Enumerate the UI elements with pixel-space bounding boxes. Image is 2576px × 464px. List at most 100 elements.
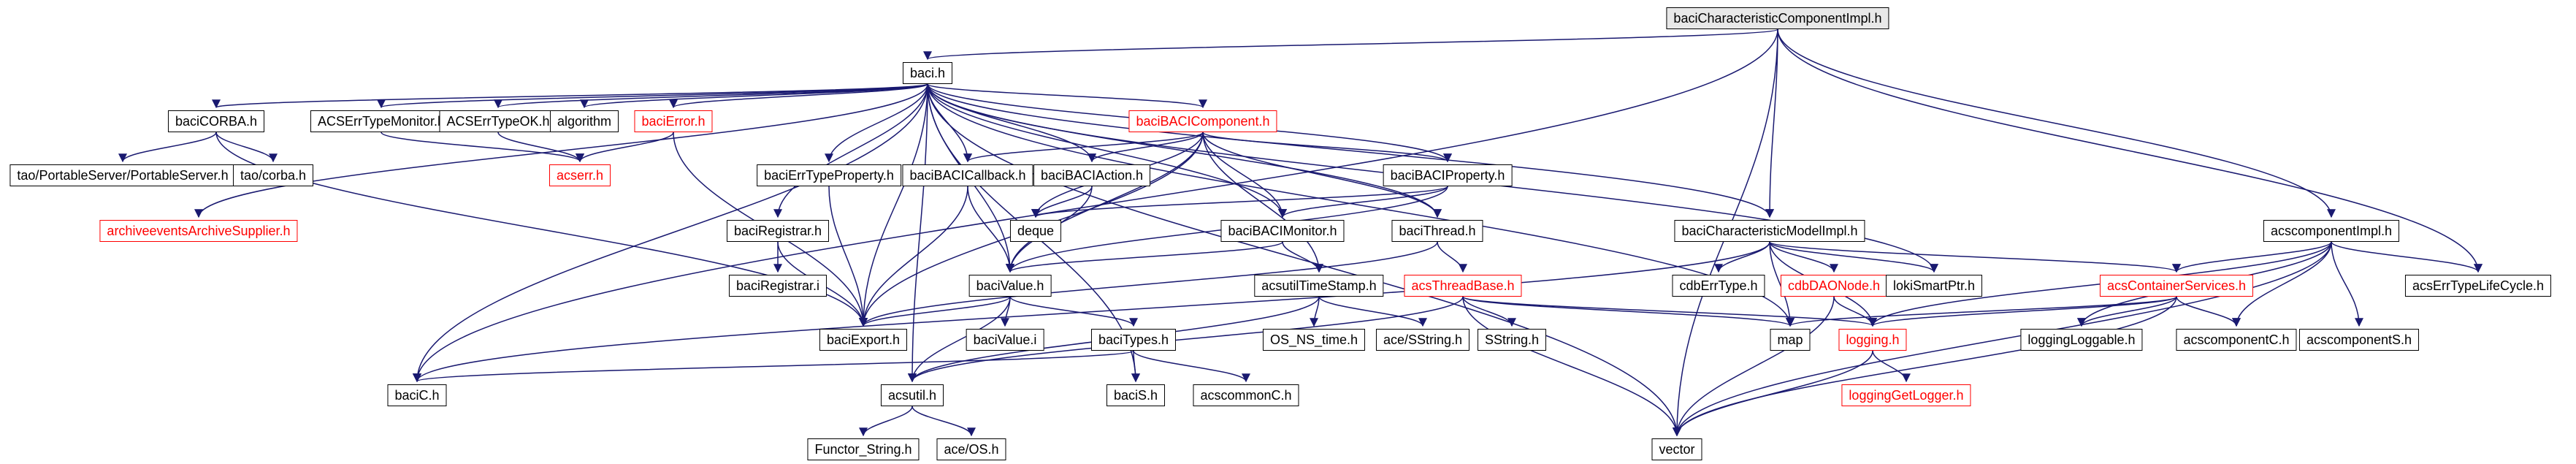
include-edge-baciErrTypeProperty_h-to-baciExport_h	[828, 186, 868, 327]
graph-node-acsutilTimeStamp-h[interactable]: acsutilTimeStamp.h	[1254, 275, 1384, 297]
graph-node-acsErrTypeLifeCycle-h[interactable]: acsErrTypeLifeCycle.h	[2404, 275, 2552, 297]
include-edge-baciTypes_h-to-baciS_h	[1131, 350, 1140, 383]
graph-node-baciBACIProperty-h[interactable]: baciBACIProperty.h	[1383, 164, 1513, 186]
include-edge-baciBACIMonitor_h-to-acsutilTimeStamp_h	[1282, 241, 1323, 273]
include-edge-baciBACICallback_h-to-baciValue_h	[967, 186, 1014, 273]
include-edge-acscomponentImpl_h-to-vector	[1673, 241, 2332, 437]
include-edge-baciBACIComponent_h-to-baciBACICallback_h	[963, 132, 1204, 163]
graph-node-ace-SString-h[interactable]: ace/SString.h	[1375, 329, 1470, 351]
graph-node-cdbDAONode-h[interactable]: cdbDAONode.h	[1780, 275, 1888, 297]
graph-node-baciBACIAction-h[interactable]: baciBACIAction.h	[1033, 164, 1151, 186]
include-edge-baciError_h-to-acserr_h	[576, 132, 674, 163]
graph-node-baciRegistrar-i[interactable]: baciRegistrar.i	[728, 275, 828, 297]
graph-node-Functor-String-h[interactable]: Functor_String.h	[807, 438, 920, 460]
include-edge-baciValue_h-to-baciTypes_h	[1009, 296, 1138, 327]
include-edge-baciBACIComponent_h-to-baciThread_h	[1202, 132, 1442, 218]
graph-node-root: baciCharacteristicComponentImpl.h	[1666, 7, 1889, 29]
include-edge-acsutilTimeStamp_h-to-ace_SString_h	[1318, 296, 1427, 327]
include-edge-acsContainerServices_h-to-logging_h	[1868, 296, 2177, 327]
graph-node-baciErrTypeProperty-h[interactable]: baciErrTypeProperty.h	[757, 164, 901, 186]
graph-node-deque[interactable]: deque	[1009, 220, 1062, 242]
include-edge-root-to-baciC_h	[413, 28, 1778, 383]
include-edge-baciBACICallback_h-to-baciExport_h	[859, 186, 968, 327]
include-edge-baci_h-to-baciBACIMonitor_h	[927, 83, 1287, 218]
graph-node-tao-corba-h[interactable]: tao/corba.h	[232, 164, 314, 186]
include-edge-baciCharacteristicModelImpl_h-to-cdbErrType_h	[1714, 241, 1770, 273]
graph-node-acsutil-h[interactable]: acsutil.h	[880, 384, 944, 406]
include-edge-baci_h-to-baciCORBA_h	[212, 83, 928, 109]
include-edge-acscomponentImpl_h-to-acscomponentS_h	[2331, 241, 2363, 327]
graph-node-baciBACICallback-h[interactable]: baciBACICallback.h	[902, 164, 1033, 186]
include-edge-ACSErrTypeOK_h-to-acserr_h	[497, 132, 584, 163]
graph-node-tao-PortableServer[interactable]: tao/PortableServer/PortableServer.h	[9, 164, 236, 186]
include-edge-baciCharacteristicModelImpl_h-to-acsContainerServices_h	[1769, 241, 2181, 273]
graph-node-loggingGetLogger-h[interactable]: loggingGetLogger.h	[1841, 384, 1971, 406]
include-edge-baci_h-to-ACSErrTypeMonitor_h	[377, 83, 928, 109]
include-edge-baciBACIComponent_h-to-baciBACIAction_h	[1088, 132, 1204, 163]
include-edge-baci_h-to-archive_supplier	[194, 83, 928, 218]
include-edge-acsThreadBase_h-to-acsutil_h	[908, 296, 1464, 383]
include-edge-acscomponentImpl_h-to-acscomponentC_h	[2232, 241, 2332, 327]
include-edge-baci_h-to-algorithm	[580, 83, 928, 109]
include-edge-baciCharacteristicModelImpl_h-to-baciC_h	[413, 241, 1770, 383]
graph-node-acscomponentImpl-h[interactable]: acscomponentImpl.h	[2263, 220, 2400, 242]
graph-node-acsThreadBase-h[interactable]: acsThreadBase.h	[1404, 275, 1522, 297]
graph-node-map[interactable]: map	[1770, 329, 1811, 351]
graph-node-baciBACIMonitor-h[interactable]: baciBACIMonitor.h	[1220, 220, 1345, 242]
graph-node-baciValue-i[interactable]: baciValue.i	[966, 329, 1044, 351]
include-edge-baciThread_h-to-baciExport_h	[859, 241, 1438, 327]
graph-node-baciCharacteristicModelImpl-h[interactable]: baciCharacteristicModelImpl.h	[1674, 220, 1865, 242]
include-edge-baciBACIProperty_h-to-baciBACIMonitor_h	[1278, 186, 1448, 218]
include-edge-acscomponentImpl_h-to-acsErrTypeLifeCycle_h	[2331, 241, 2483, 273]
include-edge-acsutil_h-to-ace_OS_h	[911, 406, 976, 437]
include-edge-root-to-baciCharacteristicModelImpl_h	[1765, 28, 1778, 218]
graph-node-baciC-h[interactable]: baciC.h	[387, 384, 447, 406]
graph-node-vector[interactable]: vector	[1651, 438, 1702, 460]
include-edge-baci_h-to-baciBACIComponent_h	[927, 83, 1207, 109]
include-edge-logging_h-to-vector	[1673, 350, 1873, 437]
graph-node-baci-h[interactable]: baci.h	[902, 62, 953, 84]
graph-node-baciTypes-h[interactable]: baciTypes.h	[1090, 329, 1177, 351]
graph-node-OS-NS-time-h[interactable]: OS_NS_time.h	[1262, 329, 1366, 351]
graph-node-baciError-h[interactable]: baciError.h	[634, 110, 713, 132]
include-edge-baciBACIComponent_h-to-baciValue_h	[1006, 132, 1204, 273]
include-edge-baci_h-to-baciC_h	[413, 83, 928, 383]
include-edge-acsThreadBase_h-to-SString_h	[1462, 296, 1516, 327]
graph-node-lokiSmartPtr-h[interactable]: lokiSmartPtr.h	[1885, 275, 1983, 297]
include-edge-baci_h-to-acsutil_h	[908, 83, 928, 383]
graph-node-acscomponentC-h[interactable]: acscomponentC.h	[2176, 329, 2297, 351]
graph-node-cdbErrType-h[interactable]: cdbErrType.h	[1672, 275, 1765, 297]
graph-node-algorithm[interactable]: algorithm	[549, 110, 619, 132]
graph-node-baciBACIComponent-h[interactable]: baciBACIComponent.h	[1128, 110, 1277, 132]
graph-node-archive-supplier[interactable]: archiveeventsArchiveSupplier.h	[99, 220, 298, 242]
graph-node-ACSErrTypeOK-h[interactable]: ACSErrTypeOK.h	[439, 110, 557, 132]
graph-node-acscommonC-h[interactable]: acscommonC.h	[1193, 384, 1299, 406]
include-edge-acsutilTimeStamp_h-to-OS_NS_time_h	[1310, 296, 1320, 327]
include-edge-acsThreadBase_h-to-logging_h	[1462, 296, 1877, 327]
graph-node-ACSErrTypeMonitor-h[interactable]: ACSErrTypeMonitor.h	[310, 110, 453, 132]
include-edge-baciCORBA_h-to-tao_corba_h	[215, 132, 278, 163]
include-edge-acsThreadBase_h-to-vector	[1462, 296, 1681, 437]
include-edge-baciBACIComponent_h-to-baciBACIMonitor_h	[1202, 132, 1287, 218]
include-edge-baciValue_h-to-acsutil_h	[908, 296, 1011, 383]
graph-node-baciValue-h[interactable]: baciValue.h	[968, 275, 1052, 297]
graph-node-baciExport-h[interactable]: baciExport.h	[819, 329, 908, 351]
include-edge-baci_h-to-baciRegistrar_h	[773, 83, 928, 218]
include-edge-baciValue_h-to-baciExport_h	[859, 296, 1011, 327]
graph-node-baciCORBA-h[interactable]: baciCORBA.h	[167, 110, 265, 132]
graph-node-acsContainerServices-h[interactable]: acsContainerServices.h	[2099, 275, 2254, 297]
include-edge-baci_h-to-baciErrTypeProperty_h	[825, 83, 928, 163]
include-edge-root-to-baci_h	[923, 28, 1778, 61]
graph-node-acscomponentS-h[interactable]: acscomponentS.h	[2298, 329, 2420, 351]
graph-node-ace-OS-h[interactable]: ace/OS.h	[936, 438, 1006, 460]
graph-node-baciThread-h[interactable]: baciThread.h	[1391, 220, 1483, 242]
graph-node-loggingLoggable-h[interactable]: loggingLoggable.h	[2020, 329, 2143, 351]
graph-node-acserr-h[interactable]: acserr.h	[549, 164, 611, 186]
graph-node-baciRegistrar-h[interactable]: baciRegistrar.h	[726, 220, 830, 242]
graph-node-SString-h[interactable]: SString.h	[1477, 329, 1547, 351]
graph-node-logging-h[interactable]: logging.h	[1838, 329, 1907, 351]
graph-node-baciS-h[interactable]: baciS.h	[1106, 384, 1166, 406]
include-edge-baci_h-to-baciExport_h	[859, 83, 928, 327]
include-edge-baci_h-to-vector	[927, 83, 1681, 437]
